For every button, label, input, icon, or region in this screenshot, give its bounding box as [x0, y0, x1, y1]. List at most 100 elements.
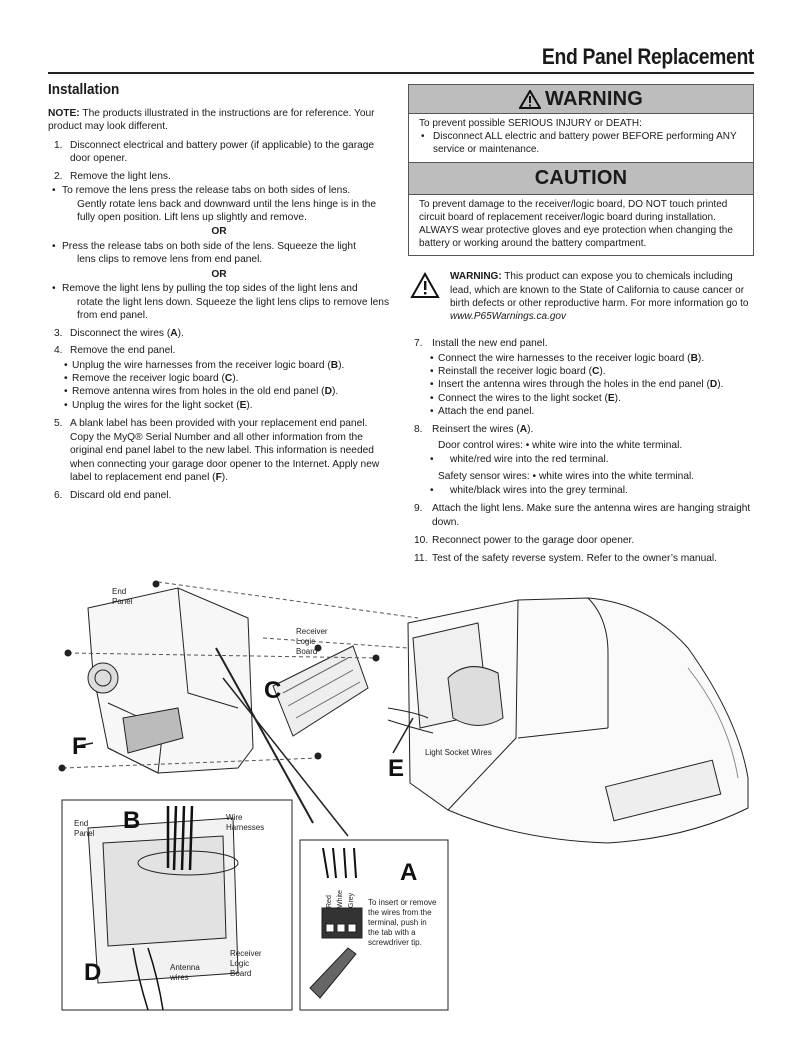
step-end: ). [527, 423, 534, 435]
step-num: 9. [414, 503, 423, 515]
or-divider-1: OR [211, 226, 227, 238]
caution-title: CAUTION [534, 166, 628, 189]
step-num: 10. [414, 534, 429, 546]
step-4-sub-3: Remove antenna wires from holes in the o… [48, 385, 390, 399]
prop65-warning: WARNING: This product can expose you to … [408, 270, 754, 323]
sub-letter: C [592, 365, 600, 377]
step-8: 8. Reinsert the wires (A). [414, 423, 754, 436]
step-5: 5. A blank label has been provided with y… [48, 417, 390, 484]
sub-end: ). [331, 386, 339, 398]
step-1: 1.Disconnect electrical and battery powe… [48, 139, 390, 166]
lens-option-1-first: To remove the lens press the release tab… [62, 185, 351, 197]
step-letter: F [215, 472, 222, 484]
sub-letter: E [239, 399, 247, 411]
sub-text: Unplug the wires for the light socket ( [72, 399, 240, 411]
step-text: Test of the safety reverse system. Refer… [432, 553, 718, 565]
sub-end: ). [232, 372, 239, 384]
step-7-sub-3: Insert the antenna wires through the hol… [414, 378, 754, 392]
step-letter: A [170, 327, 178, 339]
sub-letter: B [690, 352, 698, 364]
door-control-wires-2: white/red wire into the red terminal. [414, 453, 754, 467]
step-num: 5. [54, 418, 63, 430]
prop65-link[interactable]: www.P65Warnings.ca.gov [450, 310, 566, 322]
note: NOTE: The products illustrated in the in… [48, 107, 390, 134]
sub-text: Connect the wire harnesses to the receiv… [438, 352, 691, 364]
installation-heading: Installation [48, 81, 120, 98]
letter-d: D [84, 959, 101, 986]
lens-option-1-rest: Gently rotate lens back and downward unt… [77, 198, 377, 223]
step-4: 4. Remove the end panel. [48, 344, 390, 357]
lens-option-2: Press the release tabs on both side of t… [48, 240, 390, 267]
step-11: 11.Test of the safety reverse system. Re… [414, 552, 754, 565]
installation-section: Installation NOTE: The products illustra… [48, 80, 390, 506]
note-label: NOTE: [48, 107, 80, 119]
door-control-wires-2-text: white/red wire into the red terminal. [450, 453, 609, 465]
step-num: 2. [54, 170, 63, 182]
safety-sensor-wires-2-text: white/black wires into the grey terminal… [450, 484, 628, 496]
safety-sensor-wires-2: white/black wires into the grey terminal… [414, 484, 754, 498]
sub-text: Connect the wires to the light socket ( [438, 392, 608, 404]
lens-option-1: To remove the lens press the release tab… [48, 184, 390, 224]
warning-triangle-icon [410, 272, 440, 299]
safety-column: WARNING To prevent possible SERIOUS INJU… [408, 84, 754, 569]
receiver-logic-board-part [272, 645, 369, 737]
prop65-label: WARNING: [450, 271, 502, 283]
lens-option-3-rest: rotate the light lens down. Squeeze the … [77, 296, 390, 322]
sub-end: ). [246, 399, 253, 411]
step-9: 9. Attach the light lens. Make sure the a… [414, 502, 754, 529]
or-divider-2: OR [211, 268, 227, 280]
caution-body: To prevent damage to the receiver/logic … [408, 194, 754, 257]
step-text: Reconnect power to the garage door opene… [432, 534, 635, 546]
sub-letter: E [607, 392, 615, 404]
step-text: Disconnect the wires ( [70, 327, 171, 339]
warning-bullet-text: Disconnect ALL electric and battery powe… [433, 131, 737, 156]
lens-option-2-rest: lens clips to remove lens from end panel… [77, 254, 263, 266]
step-num: 8. [414, 423, 423, 435]
note-text: The products illustrated in the instruct… [48, 107, 375, 133]
step-num: 6. [54, 489, 63, 501]
letter-f: F [72, 733, 87, 760]
step-3: 3.Disconnect the wires (A). [48, 327, 390, 340]
label-white: White [337, 890, 344, 908]
step-2: 2. Remove the light lens. [48, 170, 390, 183]
letter-a: A [400, 859, 417, 886]
step-4-sub-2: Remove the receiver logic board (C). [48, 372, 390, 386]
step-num: 4. [54, 345, 63, 357]
lens-option-2-first: Press the release tabs on both side of t… [62, 240, 356, 252]
sub-text: Insert the antenna wires through the hol… [438, 379, 710, 391]
step-num: 3. [54, 327, 63, 339]
right-steps: 7. Install the new end panel. Connect the… [408, 337, 754, 566]
step-text: Reinsert the wires ( [432, 423, 520, 435]
label-grey: Grey [348, 892, 355, 908]
step-num: 7. [414, 338, 423, 350]
step-4-sub-4: Unplug the wires for the light socket (E… [48, 399, 390, 413]
step-letter: A [519, 423, 528, 435]
step-text: Disconnect electrical and battery power … [70, 139, 375, 165]
step-text: Remove the end panel. [70, 345, 176, 357]
step-text: Remove the light lens. [70, 170, 171, 182]
sub-letter: D [324, 386, 332, 398]
step-7-sub-2: Reinstall the receiver logic board (C). [414, 365, 754, 379]
caution-banner: CAUTION [408, 162, 754, 195]
step-6: 6.Discard old end panel. [48, 489, 390, 502]
step-text: Install the new end panel. [432, 338, 548, 350]
warning-title: WARNING [544, 87, 644, 110]
door-control-wires: Door control wires: • white wire into th… [438, 440, 683, 452]
sub-text: Unplug the wire harnesses from the recei… [72, 359, 331, 371]
step-7-sub-1: Connect the wire harnesses to the receiv… [414, 352, 754, 366]
step-7: 7. Install the new end panel. [414, 337, 754, 350]
sub-end: ). [599, 365, 606, 377]
sub-letter: D [709, 379, 718, 391]
safety-sensor-wires: Safety sensor wires: • white wires into … [438, 471, 695, 483]
warning-body: To prevent possible SERIOUS INJURY or DE… [408, 114, 754, 163]
title-rule [48, 72, 754, 74]
step-text: A blank label has been provided with you… [70, 418, 380, 484]
step-text: Attach the light lens. Make sure the ant… [432, 503, 751, 528]
sub-text: Attach the end panel. [438, 406, 535, 418]
